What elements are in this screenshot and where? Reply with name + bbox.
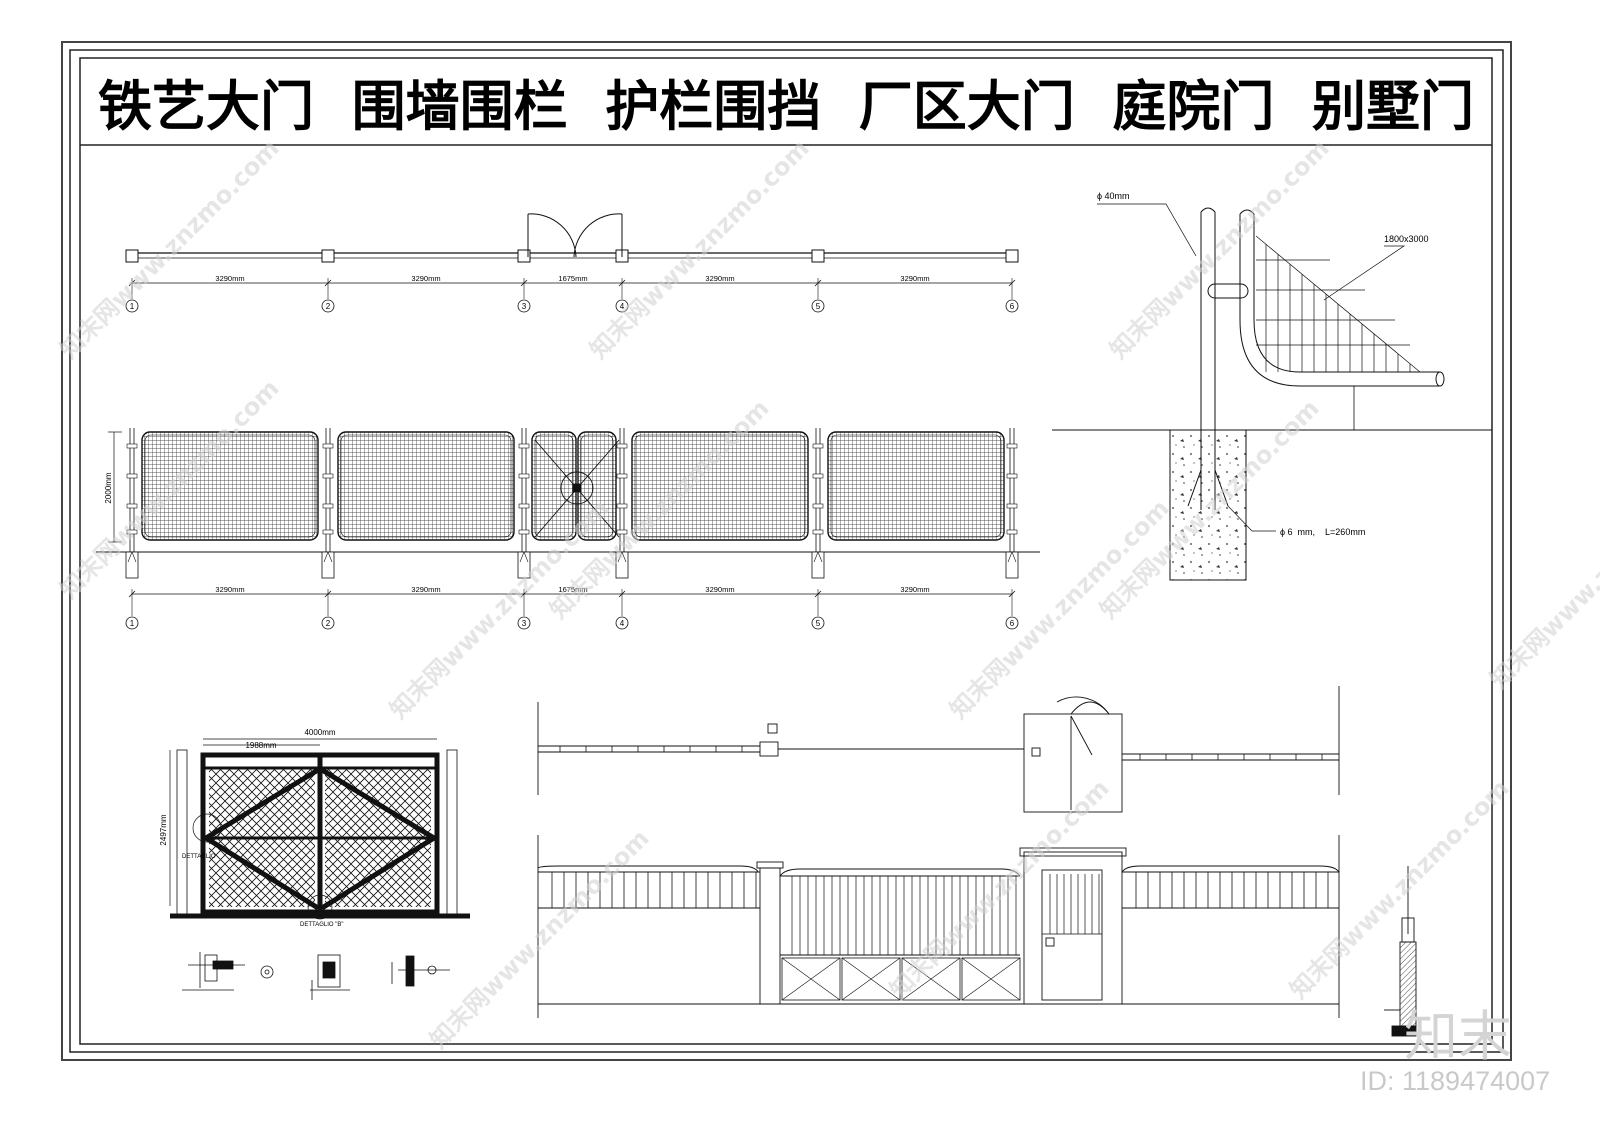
detail-a-label: DETTAGLIO (182, 854, 216, 860)
axis-number: 6 (1010, 302, 1015, 311)
axis-number: 2 (326, 619, 331, 628)
sheet-frame (61, 41, 1512, 1061)
span-dimension: 3290mm (705, 274, 734, 283)
axis-number: 1 (130, 619, 135, 628)
span-dimension: 3290mm (411, 274, 440, 283)
wall-section-detail (1384, 866, 1417, 1037)
axis-number: 4 (620, 302, 625, 311)
mesh-panel (631, 431, 809, 541)
gate-leaf-label: 1988mm (245, 741, 276, 750)
span-dimension: 3290mm (215, 585, 244, 594)
plan-post (811, 249, 825, 263)
elevation-height-dimension: 2000mm (104, 431, 122, 543)
mesh-panel (141, 431, 319, 541)
plan-post (321, 249, 335, 263)
mesh-panel (827, 431, 1005, 541)
watermark-text: 知末网www.znzmo.com (1484, 464, 1600, 694)
hardware-detail-1 (182, 952, 274, 991)
gate-cross-panel (781, 957, 841, 1001)
axis-bubble (811, 299, 825, 313)
span-dimension: 3290mm (705, 585, 734, 594)
span-dimension: 1675mm (558, 274, 587, 283)
brand-watermark: 知末 (1404, 1005, 1512, 1068)
factory-gate-elevation (537, 835, 1340, 1018)
post-detail-mesh (1255, 235, 1421, 373)
axis-bubble (811, 616, 825, 630)
watermark-text: 知末网www.znzmo.com (54, 134, 284, 364)
axis-bubble (1005, 299, 1019, 313)
anchor-bar-label: ϕ 6 mm, L=260mm (1280, 527, 1365, 537)
plan-post (517, 249, 531, 263)
gate-width-label: 4000mm (304, 728, 335, 737)
axis-number: 3 (522, 619, 527, 628)
gate-cross-panel (901, 957, 961, 1001)
elevation-panel-group (141, 431, 1005, 541)
span-dimension: 3290mm (900, 585, 929, 594)
sheet-title: 铁艺大门 围墙围栏 护栏围挡 厂区大门 庭院门 别墅门 (98, 75, 1474, 138)
span-dimension: 3290mm (411, 585, 440, 594)
watermark-text: 知末网www.znzmo.com (1104, 134, 1334, 364)
plan-post (1005, 249, 1019, 263)
post-footing (125, 551, 139, 579)
gate-cross-panel (961, 957, 1021, 1001)
span-dimension: 3290mm (900, 274, 929, 283)
image-id-label: ID: 1189474007 (1360, 1066, 1551, 1096)
plan-post (125, 249, 139, 263)
axis-bubble (615, 616, 629, 630)
elevation-post-group (125, 428, 1019, 579)
axis-bubble (125, 299, 139, 313)
hardware-detail-2 (310, 954, 350, 1000)
elevation-axis-group: 1 2 3 4 5 6 (125, 616, 1019, 630)
plan-span-group: 3290mm 3290mm 1675mm 3290mm 3290mm (128, 274, 1016, 299)
watermark-text: 知末网www.znzmo.com (1094, 394, 1324, 624)
axis-number: 5 (816, 302, 821, 311)
axis-bubble (615, 299, 629, 313)
gate-height-label: 2497mm (159, 814, 168, 845)
panel-size-label: 1800x3000 (1384, 234, 1429, 244)
axis-bubble (321, 299, 335, 313)
elevation-view: 2000mm 3290mm 3290mm 1675mm 3290mm 3290mm 1 2… (96, 428, 1040, 630)
watermark-text: 知末网www.znzmo.com (884, 774, 1114, 1004)
post-footing (321, 551, 335, 579)
mesh-panel (337, 431, 515, 541)
plan-axis-group: 1 2 3 4 5 6 (125, 299, 1019, 313)
hardware-detail-3 (391, 955, 450, 987)
span-dimension: 1675mm (558, 585, 587, 594)
plan-view: 3290mm 3290mm 1675mm 3290mm 3290mm 1 2 3 4 5 6 (125, 213, 1019, 313)
watermark-text: 知末网www.znzmo.com (1284, 774, 1514, 1004)
detail-b-label: DETTAGLIO "B" (300, 922, 344, 928)
axis-number: 4 (620, 619, 625, 628)
pipe-diameter-label: ϕ 40mm (1097, 191, 1130, 201)
plan-gate-swing (527, 213, 623, 258)
axis-number: 6 (1010, 619, 1015, 628)
axis-bubble (517, 616, 531, 630)
plan-post-group (125, 249, 1019, 263)
axis-number: 1 (130, 302, 135, 311)
axis-number: 3 (522, 302, 527, 311)
axis-bubble (125, 616, 139, 630)
gate-detail (169, 738, 470, 920)
elevation-height-label: 2000mm (104, 472, 113, 503)
watermark-text: 知末网www.znzmo.com (584, 134, 814, 364)
hardware-details (182, 952, 450, 1000)
watermark-text: 知末网www.znzmo.com (424, 824, 654, 1054)
axis-bubble (321, 616, 335, 630)
post-footing (811, 551, 825, 579)
span-dimension: 3290mm (215, 274, 244, 283)
axis-bubble (1005, 616, 1019, 630)
gate-cross-panel (841, 957, 901, 1001)
axis-bubble (517, 299, 531, 313)
axis-number: 2 (326, 302, 331, 311)
factory-gate-plan (537, 686, 1340, 813)
post-detail (1052, 203, 1492, 581)
elevation-gate-brace (534, 439, 620, 538)
post-footing (1005, 551, 1019, 579)
elevation-span-group: 3290mm 3290mm 1675mm 3290mm 3290mm (128, 585, 1016, 616)
axis-number: 5 (816, 619, 821, 628)
